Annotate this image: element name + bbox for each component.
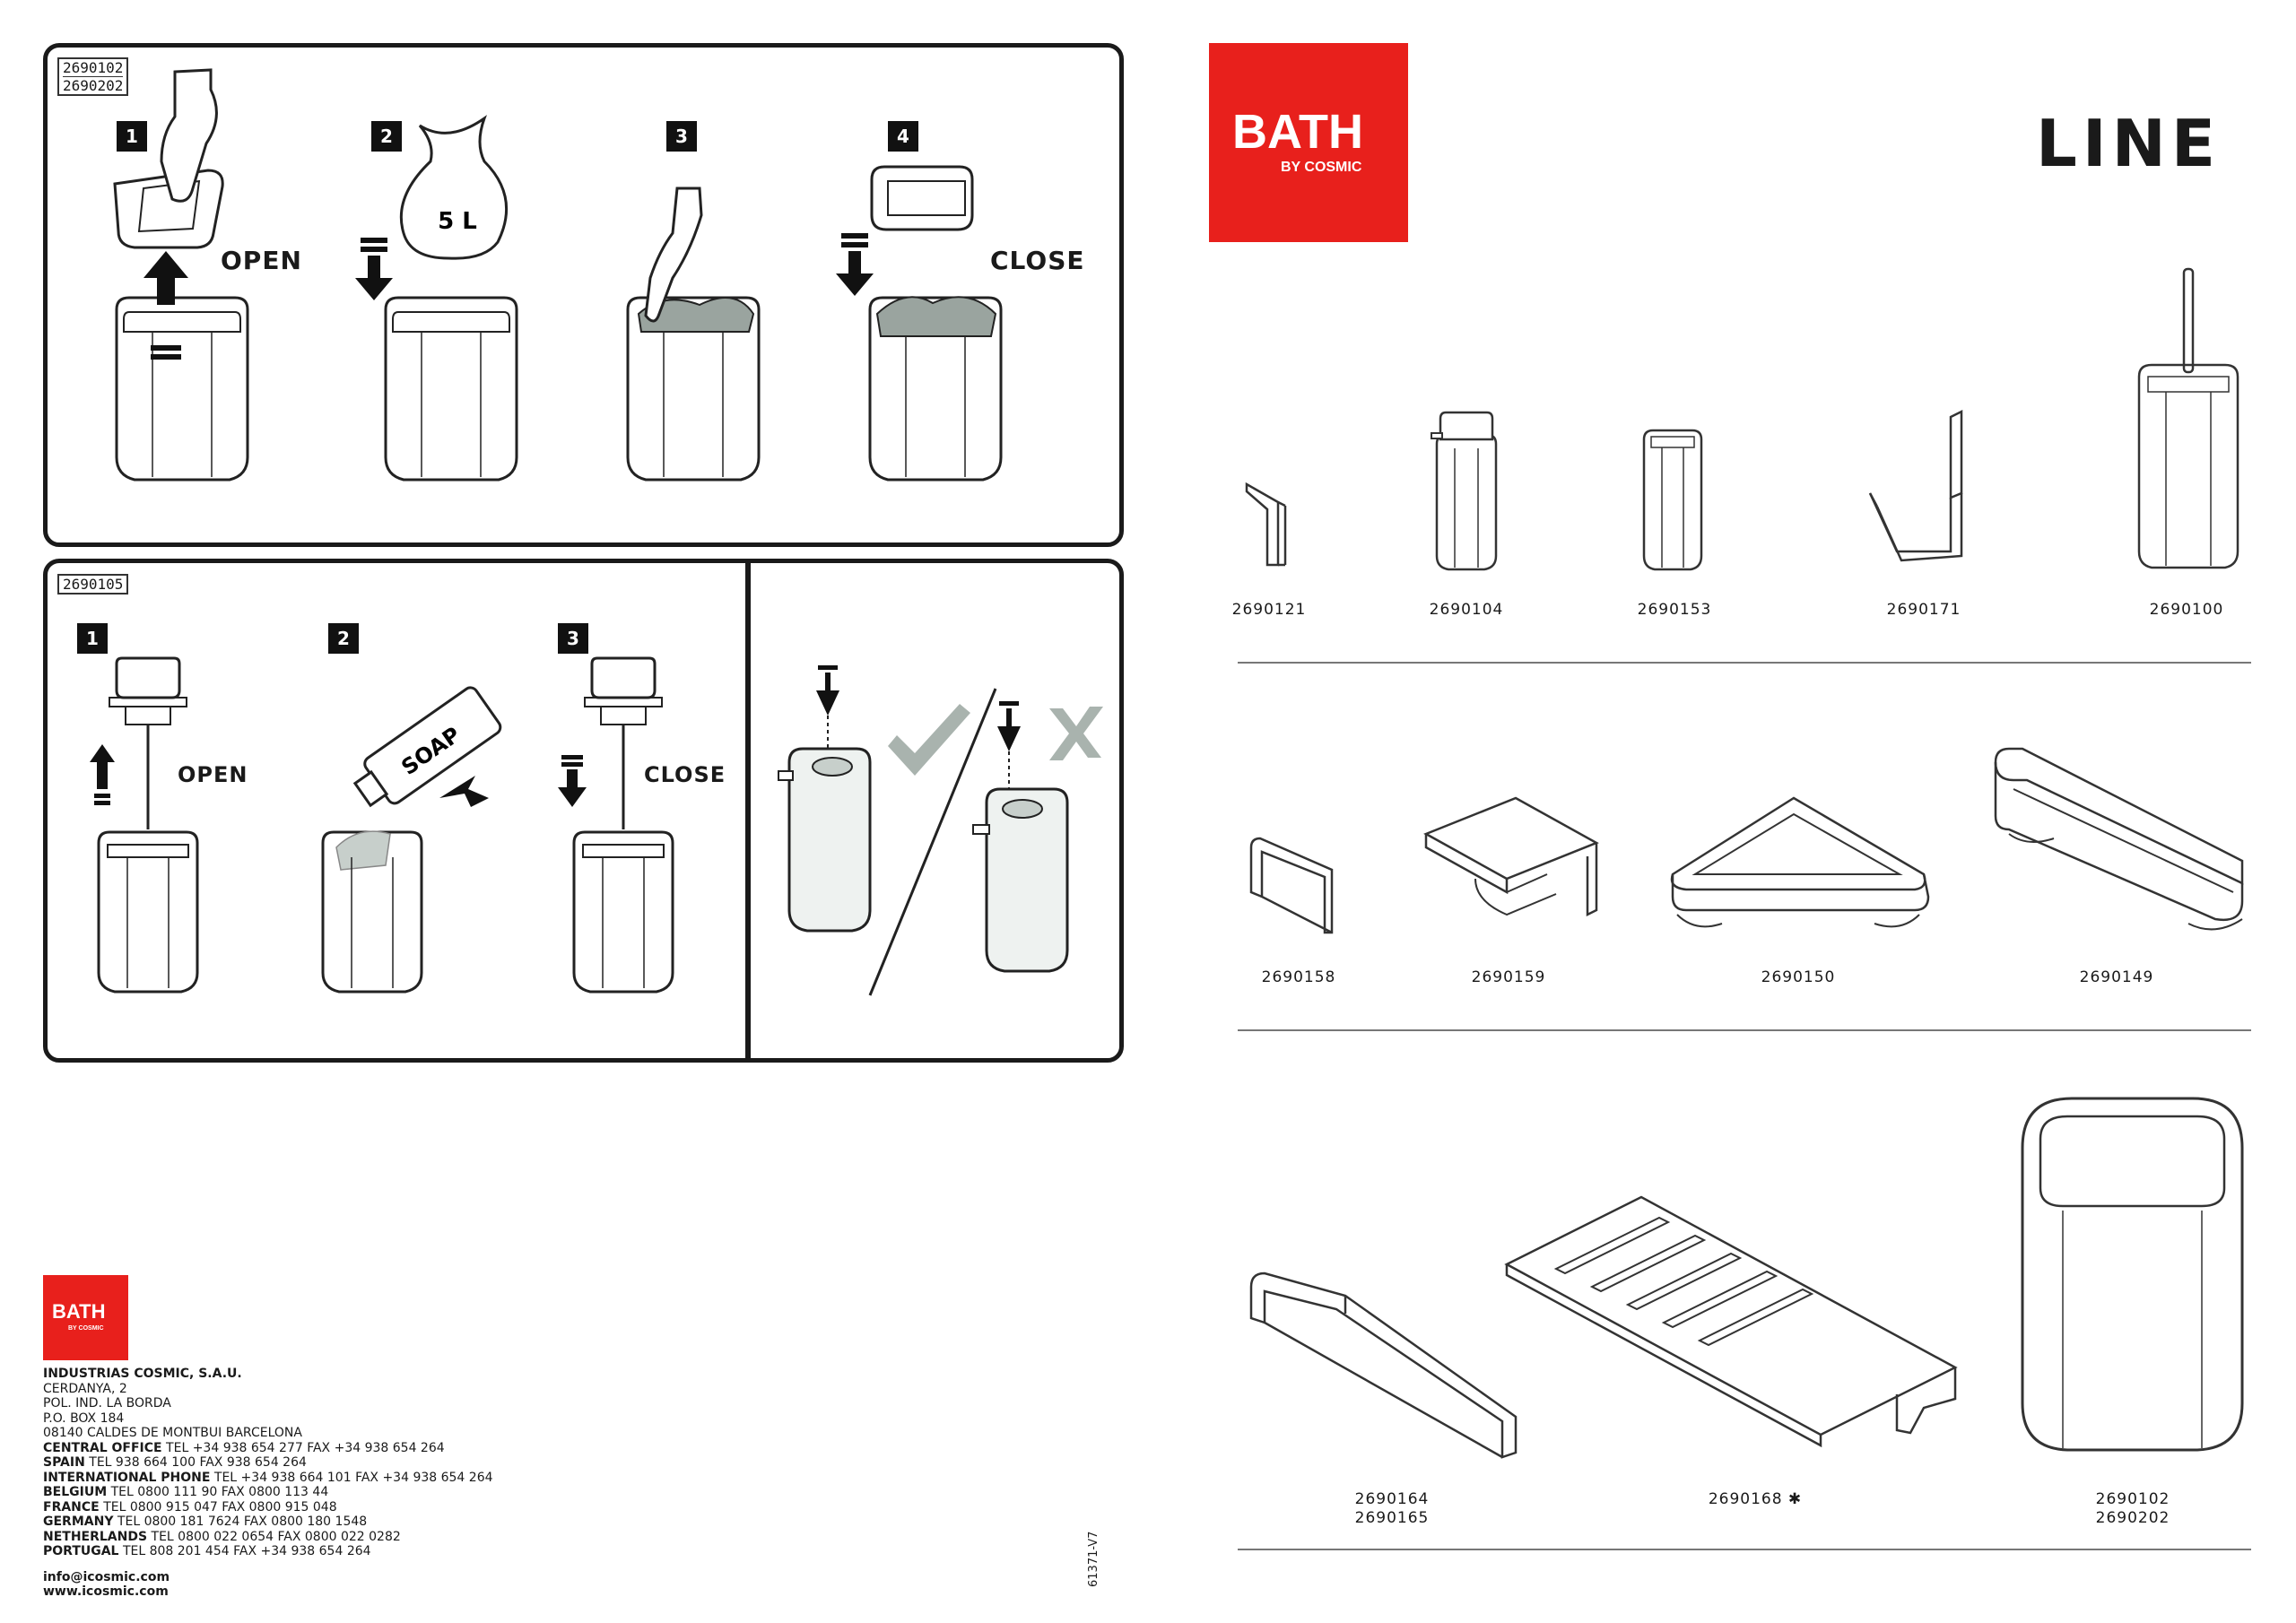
step-badge: 1	[77, 623, 108, 654]
address-line: P.O. BOX 184	[43, 1410, 125, 1426]
contact-value: TEL +34 938 654 277 FAX +34 938 654 264	[166, 1440, 445, 1455]
contact-key: CENTRAL OFFICE	[43, 1440, 162, 1455]
document-code: 61371-V7	[1087, 1531, 1100, 1587]
open-label: OPEN	[178, 762, 248, 787]
contact-row: FRANCE TEL 0800 915 047 FAX 0800 915 048	[43, 1500, 545, 1515]
product-2690150-icon	[1670, 796, 1930, 928]
product-2690104-icon	[1431, 411, 1498, 571]
product-code: 2690104	[1429, 601, 1504, 619]
contact-key: NETHERLANDS	[43, 1529, 148, 1544]
brand-name: BATH	[52, 1300, 106, 1323]
code: 2690102	[63, 59, 124, 76]
brand-sub: BY COSMIC	[1281, 160, 1362, 175]
company-info: INDUSTRIAS COSMIC, S.A.U. CERDANYA, 2 PO…	[43, 1367, 545, 1600]
contact-key: FRANCE	[43, 1499, 100, 1515]
contact-key: PORTUGAL	[43, 1544, 119, 1558]
address-line: 08140 CALDES DE MONTBUI BARCELONA	[43, 1426, 302, 1440]
soap-step3-illustration	[558, 656, 674, 994]
product-code: 2690150	[1761, 968, 1836, 986]
row-separator	[1238, 662, 2251, 664]
bin-step1-illustration	[113, 68, 249, 482]
step-badge: 2	[371, 121, 402, 152]
step-badge: 2	[328, 623, 359, 654]
step-badge: 3	[666, 121, 697, 152]
product-code: 2690100	[2149, 601, 2224, 619]
email-link[interactable]: info@icosmic.com	[43, 1569, 170, 1584]
step-badge: 3	[558, 623, 588, 654]
product-2690168-icon	[1504, 1195, 1958, 1448]
address-line: POL. IND. LA BORDA	[43, 1396, 171, 1410]
product-2690121-icon	[1245, 482, 1287, 567]
brand-logo-large: BATH BY COSMIC	[1209, 43, 1408, 242]
product-code: 2690165	[1354, 1509, 1430, 1527]
product-2690164-icon	[1249, 1271, 1518, 1459]
contact-value: TEL 0800 181 7624 FAX 0800 180 1548	[117, 1515, 368, 1529]
product-2690158-icon	[1249, 837, 1334, 934]
product-2690149-icon	[1994, 747, 2244, 931]
contact-row: PORTUGAL TEL 808 201 454 FAX +34 938 654…	[43, 1544, 545, 1559]
code: 2690202	[63, 76, 124, 94]
bin-step3-illustration	[626, 187, 761, 482]
contact-value: TEL 0800 111 90 FAX 0800 113 44	[110, 1485, 329, 1499]
address-line: CERDANYA, 2	[43, 1381, 127, 1396]
brand-name: BATH	[1232, 105, 1363, 159]
product-code: 2690171	[1886, 601, 1961, 619]
product-code: 2690121	[1231, 601, 1307, 619]
contact-row: BELGIUM TEL 0800 111 90 FAX 0800 113 44	[43, 1485, 545, 1500]
contact-value: TEL +34 938 664 101 FAX +34 938 654 264	[213, 1470, 493, 1485]
product-2690159-icon	[1423, 796, 1599, 917]
product-code: 2690153	[1637, 601, 1712, 619]
row-separator	[1238, 1549, 2251, 1550]
row-separator	[1238, 1029, 2251, 1031]
open-label: OPEN	[221, 246, 302, 275]
brand-sub: BY COSMIC	[68, 1325, 104, 1332]
contact-row: SPAIN TEL 938 664 100 FAX 938 654 264	[43, 1455, 545, 1471]
contact-value: TEL 0800 022 0654 FAX 0800 022 0282	[151, 1529, 401, 1544]
product-2690153-icon	[1642, 429, 1703, 571]
bin-code-box: 2690102 2690202	[57, 57, 129, 96]
close-label: CLOSE	[644, 762, 726, 787]
bin-instructions-panel	[43, 43, 1124, 547]
series-title: LINE	[2036, 106, 2222, 181]
company-name: INDUSTRIAS COSMIC, S.A.U.	[43, 1367, 242, 1381]
product-code: 2690159	[1471, 968, 1546, 986]
brand-logo-small: BATH BY COSMIC	[43, 1275, 128, 1360]
contact-key: INTERNATIONAL PHONE	[43, 1470, 211, 1485]
contact-value: TEL 0800 915 047 FAX 0800 915 048	[103, 1499, 337, 1515]
step-badge: 4	[888, 121, 918, 152]
pump-correct-wrong-illustration	[778, 665, 1103, 996]
soap-step2-illustration: SOAP	[321, 686, 502, 994]
bag-volume-label: 5 L	[438, 208, 477, 235]
close-label: CLOSE	[990, 246, 1085, 275]
step-badge: 1	[117, 121, 147, 152]
contact-key: GERMANY	[43, 1515, 114, 1529]
product-code: 2690158	[1261, 968, 1336, 986]
product-code: 2690164	[1354, 1490, 1430, 1508]
contact-value: TEL 938 664 100 FAX 938 654 264	[89, 1455, 307, 1470]
product-code: 2690102	[2095, 1490, 2170, 1508]
contact-key: SPAIN	[43, 1455, 85, 1470]
contact-value: TEL 808 201 454 FAX +34 938 654 264	[122, 1544, 371, 1558]
product-code: 2690202	[2095, 1509, 2170, 1527]
product-2690102-icon	[2021, 1097, 2244, 1452]
soap-instructions-panel	[43, 559, 750, 1063]
contact-row: GERMANY TEL 0800 181 7624 FAX 0800 180 1…	[43, 1515, 545, 1530]
product-code: 2690168 ✱	[1708, 1490, 1803, 1508]
product-2690171-icon	[1868, 409, 1963, 562]
bin-step2-illustration: 5 L	[355, 115, 518, 482]
soap-code-box: 2690105	[57, 574, 129, 595]
product-code: 2690149	[2079, 968, 2154, 986]
contact-row: NETHERLANDS TEL 0800 022 0654 FAX 0800 0…	[43, 1530, 545, 1545]
contact-key: BELGIUM	[43, 1485, 108, 1499]
contact-row: CENTRAL OFFICE TEL +34 938 654 277 FAX +…	[43, 1441, 545, 1456]
code: 2690105	[63, 576, 124, 593]
website-link[interactable]: www.icosmic.com	[43, 1584, 169, 1599]
bin-step4-illustration	[836, 165, 1003, 482]
product-2690100-icon	[2137, 267, 2239, 569]
soap-step1-illustration	[90, 656, 199, 994]
contact-row: INTERNATIONAL PHONE TEL +34 938 664 101 …	[43, 1471, 545, 1486]
